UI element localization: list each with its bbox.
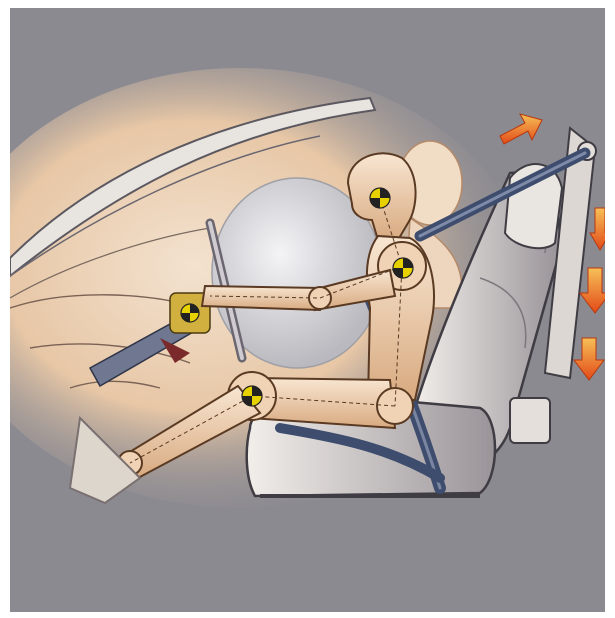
crash-target-icon (242, 386, 262, 406)
crash-target-icon (393, 258, 413, 278)
crash-target-icon (181, 304, 199, 322)
retractor-box (510, 398, 550, 443)
dummy-forearm (202, 286, 322, 310)
crash-illustration-svg (10, 8, 605, 612)
dummy-elbow (309, 287, 331, 309)
crash-target-icon (370, 188, 390, 208)
crash-illustration (10, 8, 605, 612)
